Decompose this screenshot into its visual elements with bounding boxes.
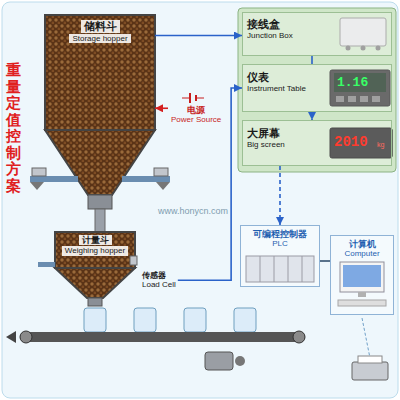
- storage-hopper-drawing: [154, 168, 168, 176]
- plc-box: 可编程控制器PLC: [240, 225, 320, 287]
- signal-wire: [155, 107, 168, 109]
- storage-hopper-drawing: [32, 168, 46, 176]
- node-title: 可编程控制器: [243, 229, 317, 239]
- node-subtitle: Power Source: [171, 115, 221, 124]
- bags-and-conveyor: [234, 308, 256, 332]
- storage-hopper-drawing: [122, 176, 170, 182]
- storage-hopper-drawing: [95, 209, 105, 232]
- bags-and-conveyor: [20, 331, 32, 343]
- weighing-hopper-drawing: [38, 232, 137, 306]
- printer-drawing: [362, 318, 370, 358]
- node-title: 传感器: [142, 271, 176, 280]
- node-subtitle: Storage hopper: [69, 34, 130, 43]
- printer-drawing: [352, 318, 388, 380]
- printer-drawing: [352, 362, 388, 380]
- node-subtitle: Weighing hopper: [62, 246, 128, 255]
- node-title: 电源: [171, 105, 221, 115]
- display-reading: 1.16: [337, 75, 368, 90]
- storage-hopper-drawing: [30, 176, 78, 182]
- signal-wire: [155, 35, 242, 37]
- weighing-hopper: 计量斗Weighing hopper: [55, 232, 135, 268]
- node-subtitle: Junction Box: [247, 31, 387, 40]
- unit-text: kg: [377, 141, 384, 148]
- node-title: 接线盒: [247, 18, 387, 31]
- storage-hopper-drawing: [45, 15, 155, 130]
- display-reading: 2010: [334, 134, 368, 150]
- bags-and-conveyor: [184, 308, 206, 332]
- watermark: www.honycn.com: [158, 206, 228, 216]
- instrument-box: 仪表Instrument Table: [242, 64, 392, 112]
- storage-hopper-drawing: [30, 182, 44, 190]
- bags-and-conveyor: [6, 308, 305, 370]
- signal-wire: [311, 56, 313, 64]
- bags-and-conveyor: [205, 352, 233, 370]
- power-source: 电源Power Source: [168, 90, 224, 127]
- diagram-title: 重量定值控制方案: [6, 62, 21, 194]
- node-subtitle: Computer: [333, 249, 391, 258]
- node-subtitle: Load Cell: [142, 280, 176, 289]
- weighing-hopper-drawing: [130, 256, 137, 265]
- load-cell: 传感器Load Cell: [140, 270, 178, 290]
- bags-and-conveyor: [84, 308, 106, 332]
- printer-drawing: [358, 356, 382, 363]
- storage-hopper-drawing: [45, 130, 155, 195]
- signal-wire: [279, 166, 281, 225]
- node-subtitle: PLC: [243, 239, 317, 248]
- weighing-hopper-drawing: [88, 298, 102, 306]
- device-panel: [238, 8, 396, 172]
- bags-and-conveyor: [235, 356, 245, 366]
- bags-and-conveyor: [6, 331, 16, 343]
- storage-hopper-drawing: [156, 182, 170, 190]
- weighing-hopper-drawing: [55, 268, 135, 298]
- storage-hopper: 储料斗Storage hopper: [45, 15, 155, 130]
- power-source-symbol: [196, 98, 204, 99]
- signal-wire: [320, 260, 330, 262]
- big-screen-box: 大屏幕Big screen: [242, 120, 392, 166]
- storage-hopper-drawing: [30, 15, 170, 232]
- power-source-symbol: [182, 98, 190, 99]
- bags-and-conveyor: [134, 308, 156, 332]
- node-title: 计算机: [333, 239, 391, 249]
- power-source-symbol: [182, 93, 204, 103]
- junction-box: 接线盒Junction Box: [242, 12, 392, 56]
- computer-box: 计算机Computer: [330, 235, 394, 315]
- node-title: 计量斗: [79, 235, 112, 245]
- bags-and-conveyor: [20, 332, 305, 342]
- weighing-hopper-drawing: [55, 232, 135, 268]
- node-title: 储料斗: [81, 20, 120, 33]
- storage-hopper-drawing: [88, 195, 112, 209]
- signal-wire: [311, 112, 313, 120]
- weighing-hopper-drawing: [38, 262, 55, 267]
- bags-and-conveyor: [293, 331, 305, 343]
